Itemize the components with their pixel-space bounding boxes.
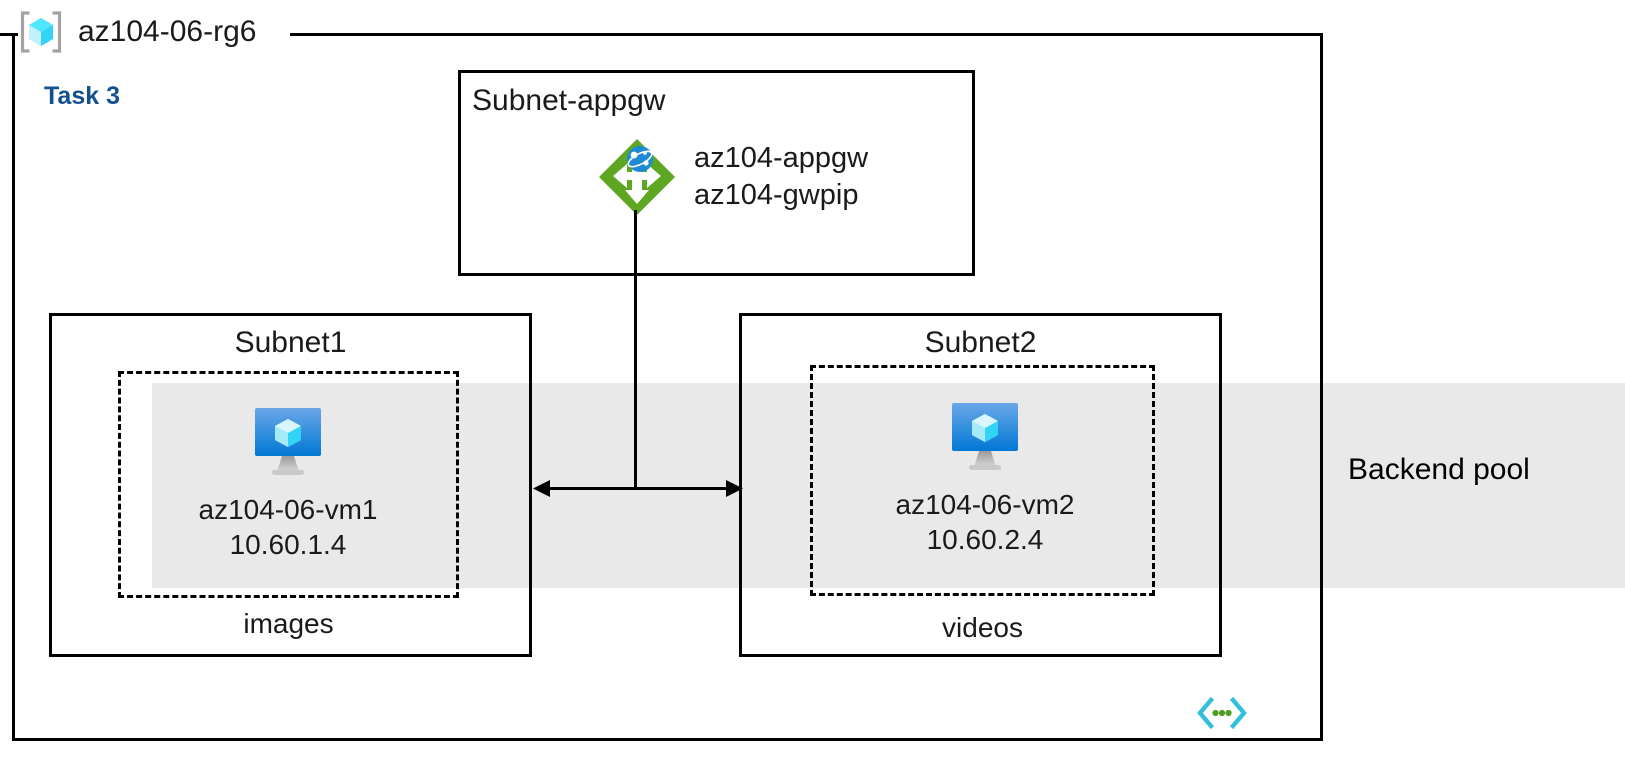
subnet1-caption: images xyxy=(243,608,334,639)
subnet-appgw-title: Subnet-appgw xyxy=(472,84,666,117)
application-gateway-public-ip: az104-gwpip xyxy=(694,179,859,211)
subnet1-box xyxy=(49,313,532,657)
application-gateway-icon xyxy=(599,139,675,215)
subnet2-caption: videos xyxy=(942,612,1023,643)
gateway-to-backend-connector xyxy=(634,210,637,489)
resource-group-header: az104-06-rg6 xyxy=(18,4,267,60)
virtual-machine-1-node[interactable]: az104-06-vm1 10.60.1.4 xyxy=(158,404,418,563)
virtual-machine-2-name: az104-06-vm2 xyxy=(895,489,1075,520)
backend-pool-band xyxy=(152,383,1625,588)
virtual-machine-2-ip: 10.60.2.4 xyxy=(926,524,1044,556)
subnet1-vm-group xyxy=(118,371,459,598)
subnet2-title: Subnet2 xyxy=(924,326,1037,359)
virtual-machine-1-ip: 10.60.1.4 xyxy=(229,529,347,561)
virtual-machine-1-name: az104-06-vm1 xyxy=(198,494,378,525)
subnet-appgw-box xyxy=(458,70,975,276)
virtual-machine-2-node[interactable]: az104-06-vm2 10.60.2.4 xyxy=(855,399,1115,558)
application-gateway-labels: az104-appgw az104-gwpip xyxy=(694,140,868,213)
code-snippet-icon xyxy=(1197,696,1247,730)
subnet2-box xyxy=(739,313,1222,657)
application-gateway-node[interactable]: az104-appgw az104-gwpip xyxy=(596,136,868,218)
resource-group-border-top-left xyxy=(0,33,18,36)
resource-group-name: az104-06-rg6 xyxy=(78,15,257,48)
resource-group-border-top-right xyxy=(290,33,1323,36)
resource-group-icon xyxy=(20,11,62,53)
subnet1-title: Subnet1 xyxy=(234,326,347,359)
backend-pool-label: Backend pool xyxy=(1348,453,1530,486)
virtual-machine-icon xyxy=(952,403,1018,470)
backend-double-arrow-connector xyxy=(533,480,743,497)
resource-group-boundary xyxy=(12,33,1323,741)
virtual-machine-icon xyxy=(255,408,321,475)
task-label: Task 3 xyxy=(44,82,120,110)
application-gateway-name: az104-appgw xyxy=(694,142,869,175)
subnet2-vm-group xyxy=(810,365,1155,596)
